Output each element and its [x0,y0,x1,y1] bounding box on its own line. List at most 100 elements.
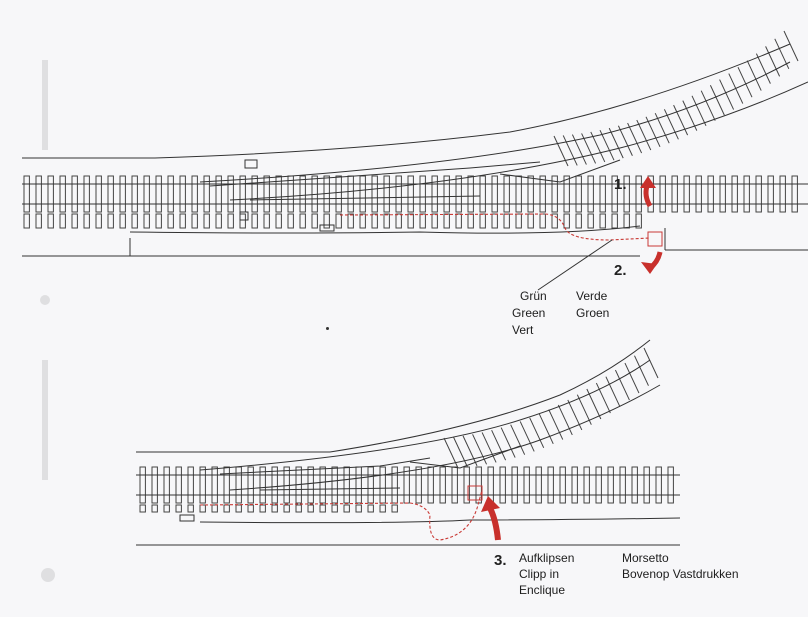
tie [783,30,799,62]
tie [331,466,338,504]
tie [419,213,426,229]
tie [175,504,182,513]
tie [287,175,294,213]
tie [415,466,422,504]
tie [355,466,362,504]
tie [151,466,158,504]
tie [562,135,578,166]
tie [527,175,534,213]
tie [95,213,102,229]
tie [223,466,230,504]
frog [409,445,521,469]
tie [263,175,270,213]
curved-track-ties [553,30,799,167]
tie [395,175,402,213]
tie [131,175,138,213]
tie [643,347,659,379]
tie [323,213,330,229]
tie [599,175,606,213]
tie [427,466,434,504]
tie [107,213,114,229]
tie [311,213,318,229]
tie [548,409,564,440]
label-groen: Groen [576,306,610,320]
tie [131,213,138,229]
tie [367,466,374,504]
tie [479,175,486,213]
tie [607,466,614,504]
step-1-label: 1. [614,176,627,193]
tie [191,175,198,213]
label-vert: Vert [512,323,534,337]
tie [719,175,726,213]
tie [538,413,554,445]
tie [627,122,643,154]
tie [391,504,398,513]
frog [499,159,621,183]
tie [595,466,602,504]
tie [654,112,670,144]
tie [755,175,762,213]
tie [47,175,54,213]
arrow-step-3 [481,496,501,541]
tie [271,504,278,513]
tie [575,213,582,229]
tie [617,125,633,156]
tie [671,175,678,213]
point-blade-2 [249,195,481,201]
tie [451,466,458,504]
point-blade-1 [209,161,541,187]
tie [347,175,354,213]
tie [203,175,210,213]
tie [379,466,386,504]
tie [155,175,162,213]
tie [755,53,771,84]
label-bovenop: Bovenop Vastdrukken [622,567,739,581]
label-clipp-in: Clipp in [519,567,560,581]
tie [481,432,497,463]
wire-bottom [199,489,483,541]
tie [463,466,470,504]
tie [663,109,679,140]
tie [359,213,366,229]
label-morsetto: Morsetto [622,551,669,565]
tie [539,213,546,229]
tie [179,213,186,229]
tie [71,213,78,229]
tie [367,504,374,513]
point-blade-2 [259,487,401,491]
tie [511,466,518,504]
step-2-label: 2. [614,262,627,279]
roadbed-lower-edge [129,228,808,256]
tie [571,134,587,165]
tie [251,175,258,213]
tie [371,175,378,213]
small-clip-2 [239,211,249,221]
tie [743,175,750,213]
tie [563,213,570,229]
stray-dot [326,327,329,330]
tie [163,466,170,504]
tie [299,175,306,213]
tie [567,399,583,431]
tie [523,466,530,504]
tie [359,175,366,213]
tie [251,213,258,229]
tie [707,175,714,213]
tie [519,421,535,452]
tie [453,436,468,468]
tie [571,466,578,504]
tie [175,466,182,504]
label-green: Green [512,306,546,320]
tie [343,504,350,513]
tie [379,504,386,513]
tie [59,213,66,229]
straight-track-ties [23,175,798,229]
tie [151,504,158,513]
tie [587,175,594,213]
tie [247,466,254,504]
tie [307,504,314,513]
tie [287,213,294,229]
top-turnout [22,30,808,257]
tie [431,175,438,213]
